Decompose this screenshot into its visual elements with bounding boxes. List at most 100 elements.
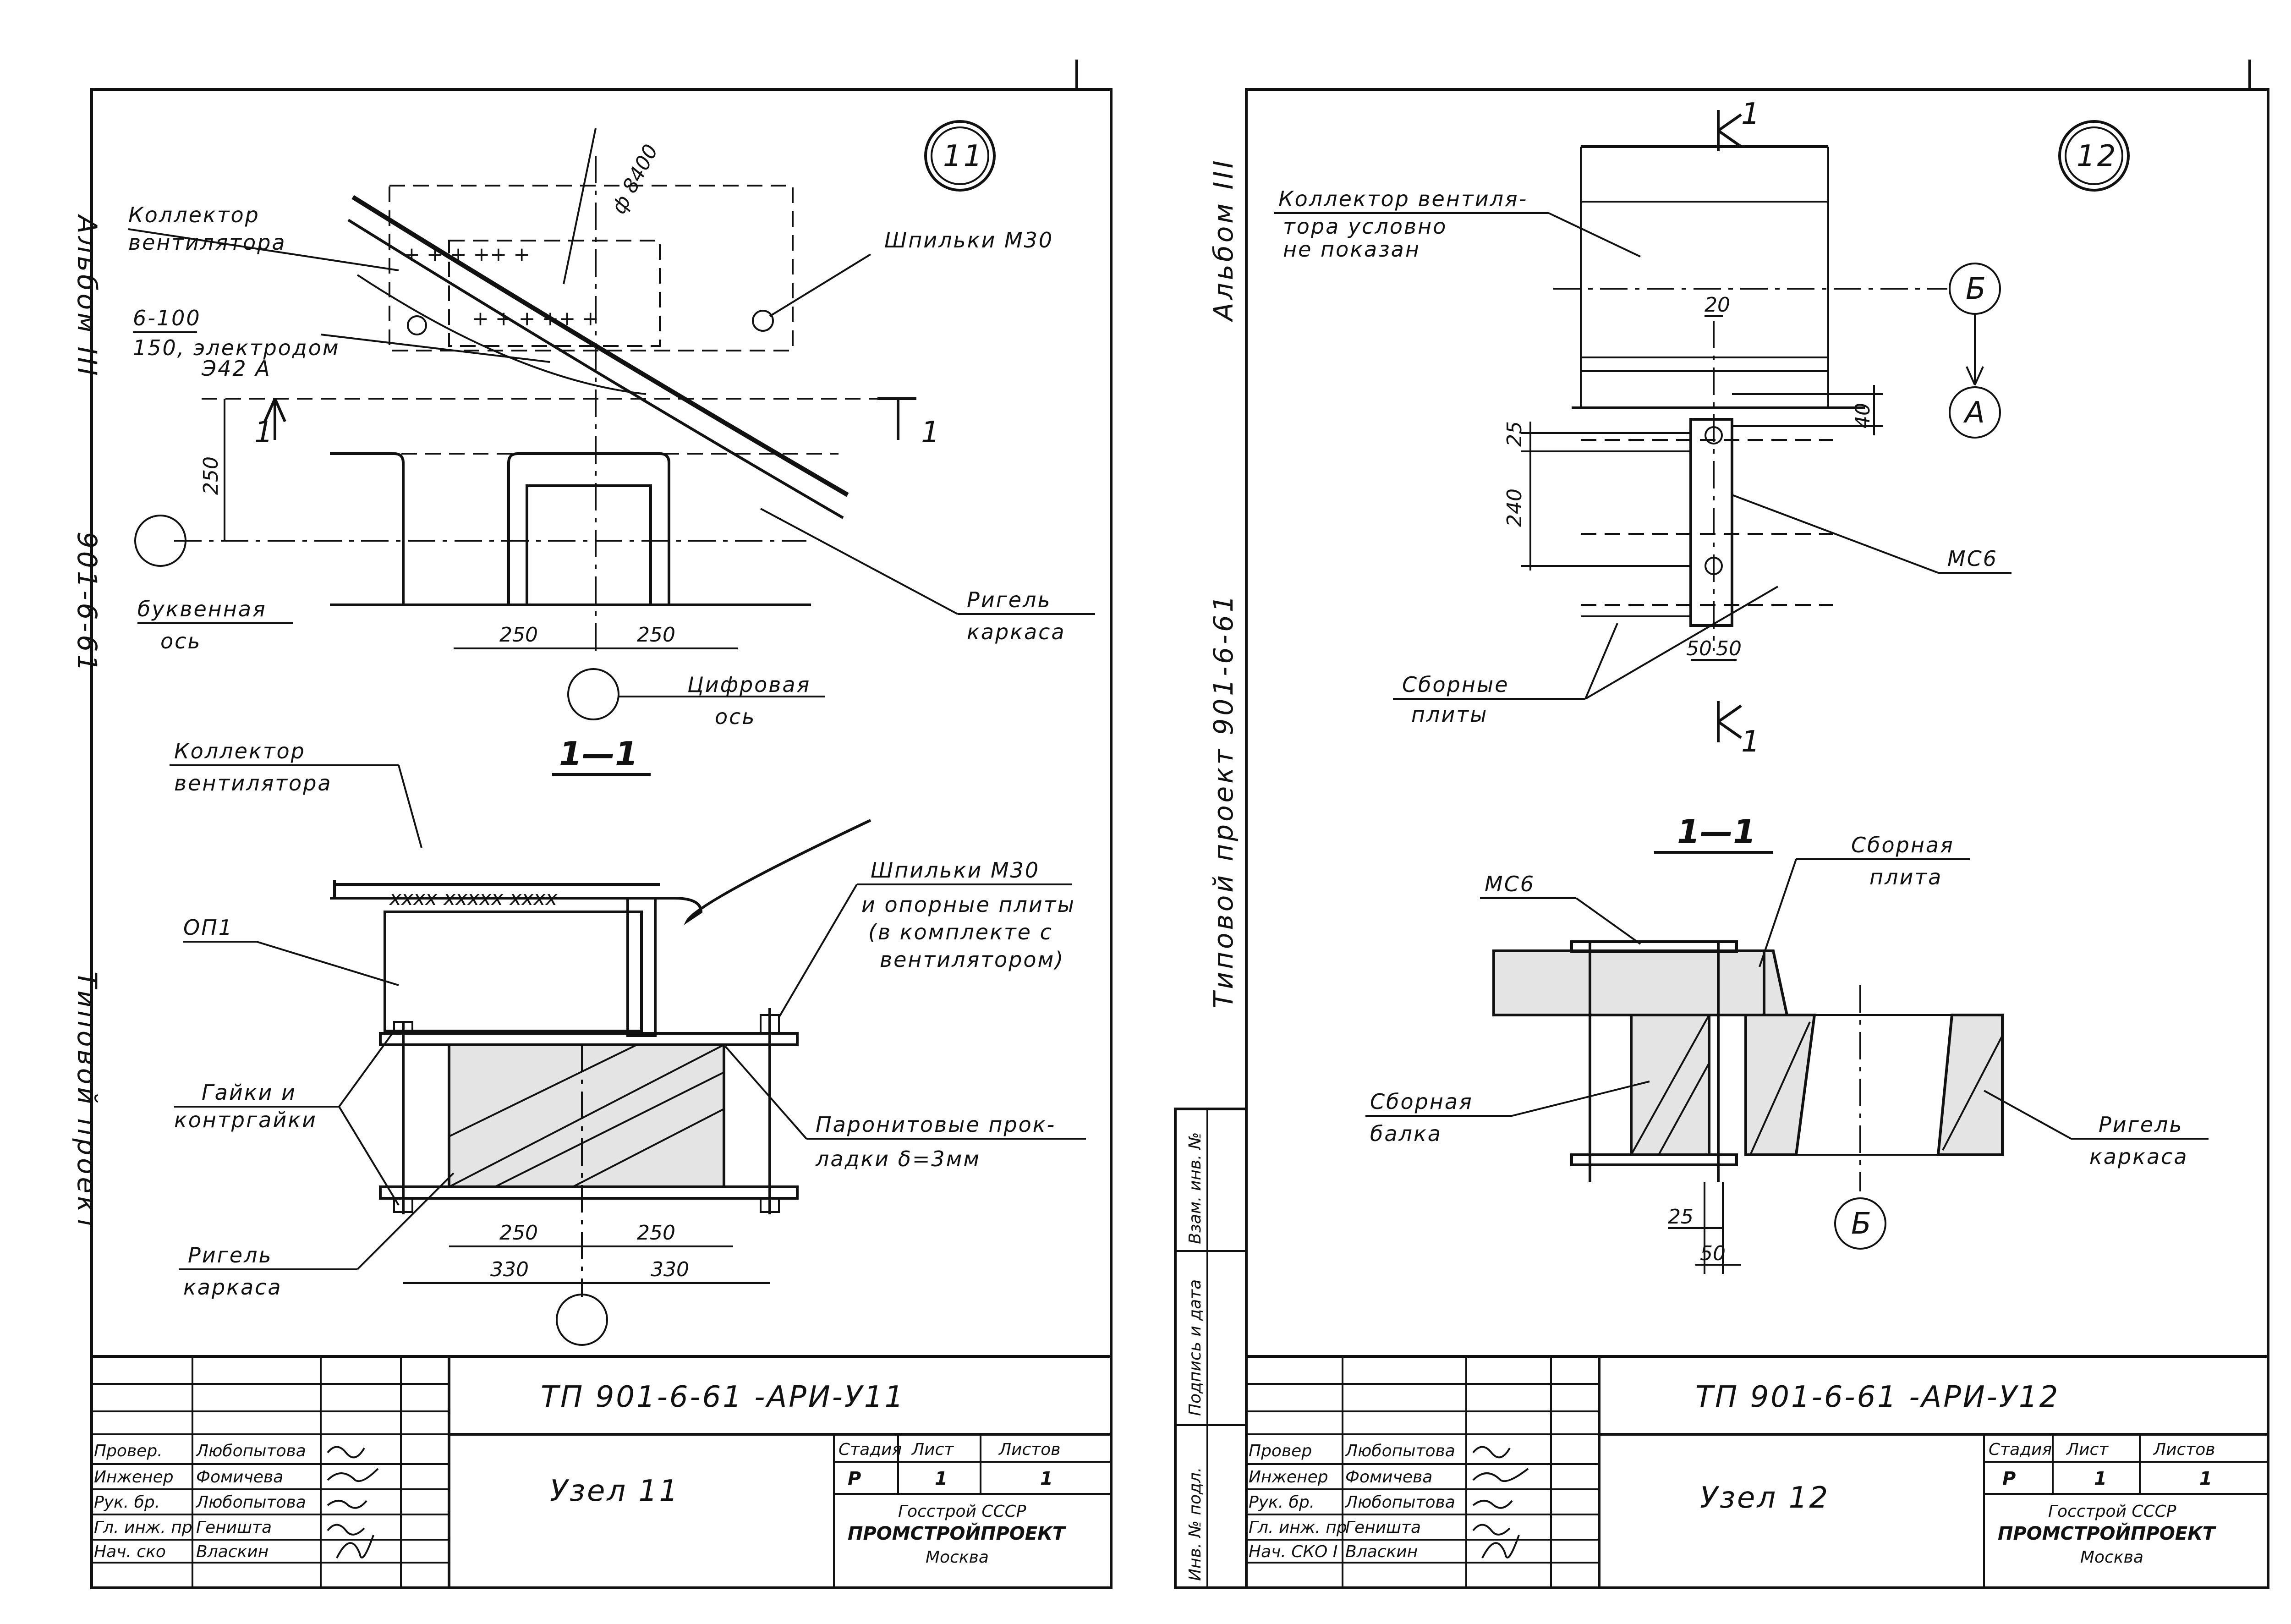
left-sec-dim-330b: 330 — [651, 1258, 689, 1281]
left-section-mark-left: 1 — [254, 416, 275, 450]
right-section-title: 1—1 — [1677, 812, 1756, 851]
left-nut-top-left — [393, 1021, 413, 1034]
left-nut-bot-left — [393, 1197, 413, 1213]
left-weld-label-2: 150, электродом — [133, 335, 340, 360]
right-collector-label-1: Коллектор вентиля- — [1278, 187, 1528, 211]
right-sec-slab-2: плита — [1869, 865, 1942, 889]
right-dim-40: 40 — [1851, 403, 1874, 428]
left-tb-code: ТП 901-6-61 -АРИ-У11 — [541, 1380, 905, 1414]
left-sec-axis-circle — [556, 1294, 608, 1346]
right-tb-sheets-head: Листов — [2153, 1440, 2215, 1459]
right-tb-org1: Госстрой СССР — [2048, 1502, 2176, 1521]
left-spine-mid: 901-6-61 — [71, 532, 103, 674]
left-tb-name-4: Геништа — [196, 1518, 272, 1537]
right-slab-end — [1763, 949, 1789, 1016]
left-weld-label-3: Э42 А — [201, 356, 271, 381]
right-plan-view: Б А 25 240 40 20 50 — [1274, 97, 2011, 759]
right-tb-name-4: Геништа — [1345, 1518, 1421, 1537]
right-bolt-bot — [1705, 557, 1723, 575]
right-node-circle — [2058, 120, 2130, 192]
right-bolt-top — [1705, 426, 1723, 444]
left-tb-org1: Госстрой СССР — [898, 1502, 1026, 1521]
left-hatch-4 — [572, 1108, 724, 1188]
right-slabs-label-1: Сборные — [1402, 672, 1509, 697]
left-tb-name-1: Любопытова — [195, 1442, 306, 1460]
left-collector-arc-inner — [347, 219, 844, 519]
right-inv-3: Взам. инв. № — [1186, 1132, 1205, 1244]
right-tb-role-2: Инженер — [1249, 1468, 1328, 1487]
left-tb-name-3: Любопытова — [195, 1493, 306, 1512]
right-tb-stage-head: Стадия — [1989, 1440, 2052, 1459]
left-op1-web — [626, 897, 657, 1037]
left-hatch-1 — [449, 1044, 724, 1188]
left-frame — [90, 88, 1113, 1589]
right-collector-leader — [1548, 212, 1641, 258]
right-tb-code: ТП 901-6-61 -АРИ-У12 — [1695, 1380, 2060, 1414]
right-axis-b-label: Б — [1966, 272, 1988, 306]
right-sec-beam-2: балка — [1370, 1121, 1442, 1146]
left-stud-a — [407, 315, 427, 335]
right-section-view: 1—1 Б МС6 Сборная плита — [1365, 812, 2209, 1274]
left-top-plate — [379, 1032, 799, 1046]
left-sec-gaskets-1: Паронитовые прок- — [816, 1112, 1056, 1137]
left-sec-dim-250a: 250 — [499, 1221, 538, 1245]
left-plan-view: + + + ++ + + + + ++ + ф 8400 1 1 250 б — [128, 128, 1095, 729]
left-sheet: Альбом III 901-6-61 Типовой проект 11 + … — [71, 60, 1113, 1589]
right-axis-a-label: А — [1963, 396, 1987, 430]
right-slabs-leader-2 — [1584, 586, 1779, 700]
right-sec-axis-circle — [1834, 1197, 1886, 1250]
left-plan-collector-2: вентилятора — [128, 230, 286, 255]
right-sec-girder-2: каркаса — [2089, 1144, 2188, 1169]
right-tb-sheet: 1 — [2094, 1468, 2107, 1489]
right-slabs-leader-1 — [1584, 623, 1618, 699]
right-node-circle-inner — [2065, 126, 2123, 185]
left-sec-weld-marks: xxxx xxxxx xxxx — [389, 887, 558, 910]
left-plan-girder-leader — [760, 508, 958, 615]
left-tb-org3: Москва — [926, 1548, 989, 1567]
right-mc6-leader — [1732, 494, 1939, 574]
left-tb-org2: ПРОМСТРОЙПРОЕКТ — [848, 1522, 1066, 1544]
left-digit-axis-circle — [567, 668, 619, 720]
left-sec-gaskets-leader — [723, 1044, 807, 1140]
right-dim-50a: 50 — [1686, 637, 1712, 660]
right-tb-org2: ПРОМСТРОЙПРОЕКТ — [1998, 1522, 2216, 1544]
right-tb-role-1: Провер — [1249, 1442, 1312, 1460]
left-nut-bot-right — [760, 1197, 780, 1213]
left-sec-collector-leader — [398, 765, 422, 848]
left-sec-nuts-1: Гайки и — [202, 1080, 296, 1105]
left-sec-nuts-leader-1 — [338, 1030, 395, 1108]
left-diameter-label: ф 8400 — [607, 141, 663, 218]
right-cut-mark-bot: 1 — [1741, 725, 1762, 759]
right-tb-sheet-head: Лист — [2066, 1440, 2109, 1459]
left-digit-axis-label-2: ось — [715, 704, 756, 729]
left-sec-gaskets-2: ладки δ=3мм — [815, 1147, 981, 1171]
left-tb-name-2: Фомичева — [196, 1468, 283, 1487]
right-sec-girder-1: Ригель — [2099, 1112, 2183, 1137]
right-tb-role-3: Рук. бр. — [1249, 1493, 1315, 1512]
left-tb-sheet-head: Лист — [911, 1440, 954, 1459]
left-sec-studs-4: вентилятором) — [880, 947, 1064, 972]
right-tb-title: Узел 12 — [1700, 1481, 1830, 1515]
right-cut-arrowhead-bot — [1717, 704, 1742, 739]
right-node-number: 12 — [2077, 139, 2117, 173]
left-dim-250-left: 250 — [499, 623, 538, 647]
left-tb-title: Узел 11 — [550, 1474, 680, 1508]
left-nut-top-right — [760, 1014, 780, 1034]
left-tb-role-2: Инженер — [94, 1468, 174, 1487]
right-sec-slab-1: Сборная — [1851, 833, 1954, 857]
left-sec-op1-leader — [256, 941, 399, 986]
left-weld-marks-1: + + + ++ + — [403, 243, 530, 266]
left-node-circle-inner — [931, 126, 989, 185]
right-sec-beam-1: Сборная — [1370, 1089, 1473, 1114]
left-sec-studs-2: и опорные плиты — [861, 892, 1075, 917]
left-girder-bracket-1 — [330, 452, 405, 605]
right-cut-arrowhead-top — [1717, 113, 1742, 148]
right-bottom-plate — [1570, 1153, 1738, 1166]
left-letter-axis-label-2: ось — [160, 629, 202, 653]
left-tb-stage-head: Стадия — [839, 1440, 902, 1459]
left-plan-dashed-inner — [448, 240, 661, 347]
right-tb-name-3: Любопытова — [1344, 1493, 1455, 1512]
right-spine-bottom: Типовой проект 901-6-61 — [1208, 593, 1239, 1008]
left-plan-girder-1: Ригель — [967, 587, 1052, 612]
